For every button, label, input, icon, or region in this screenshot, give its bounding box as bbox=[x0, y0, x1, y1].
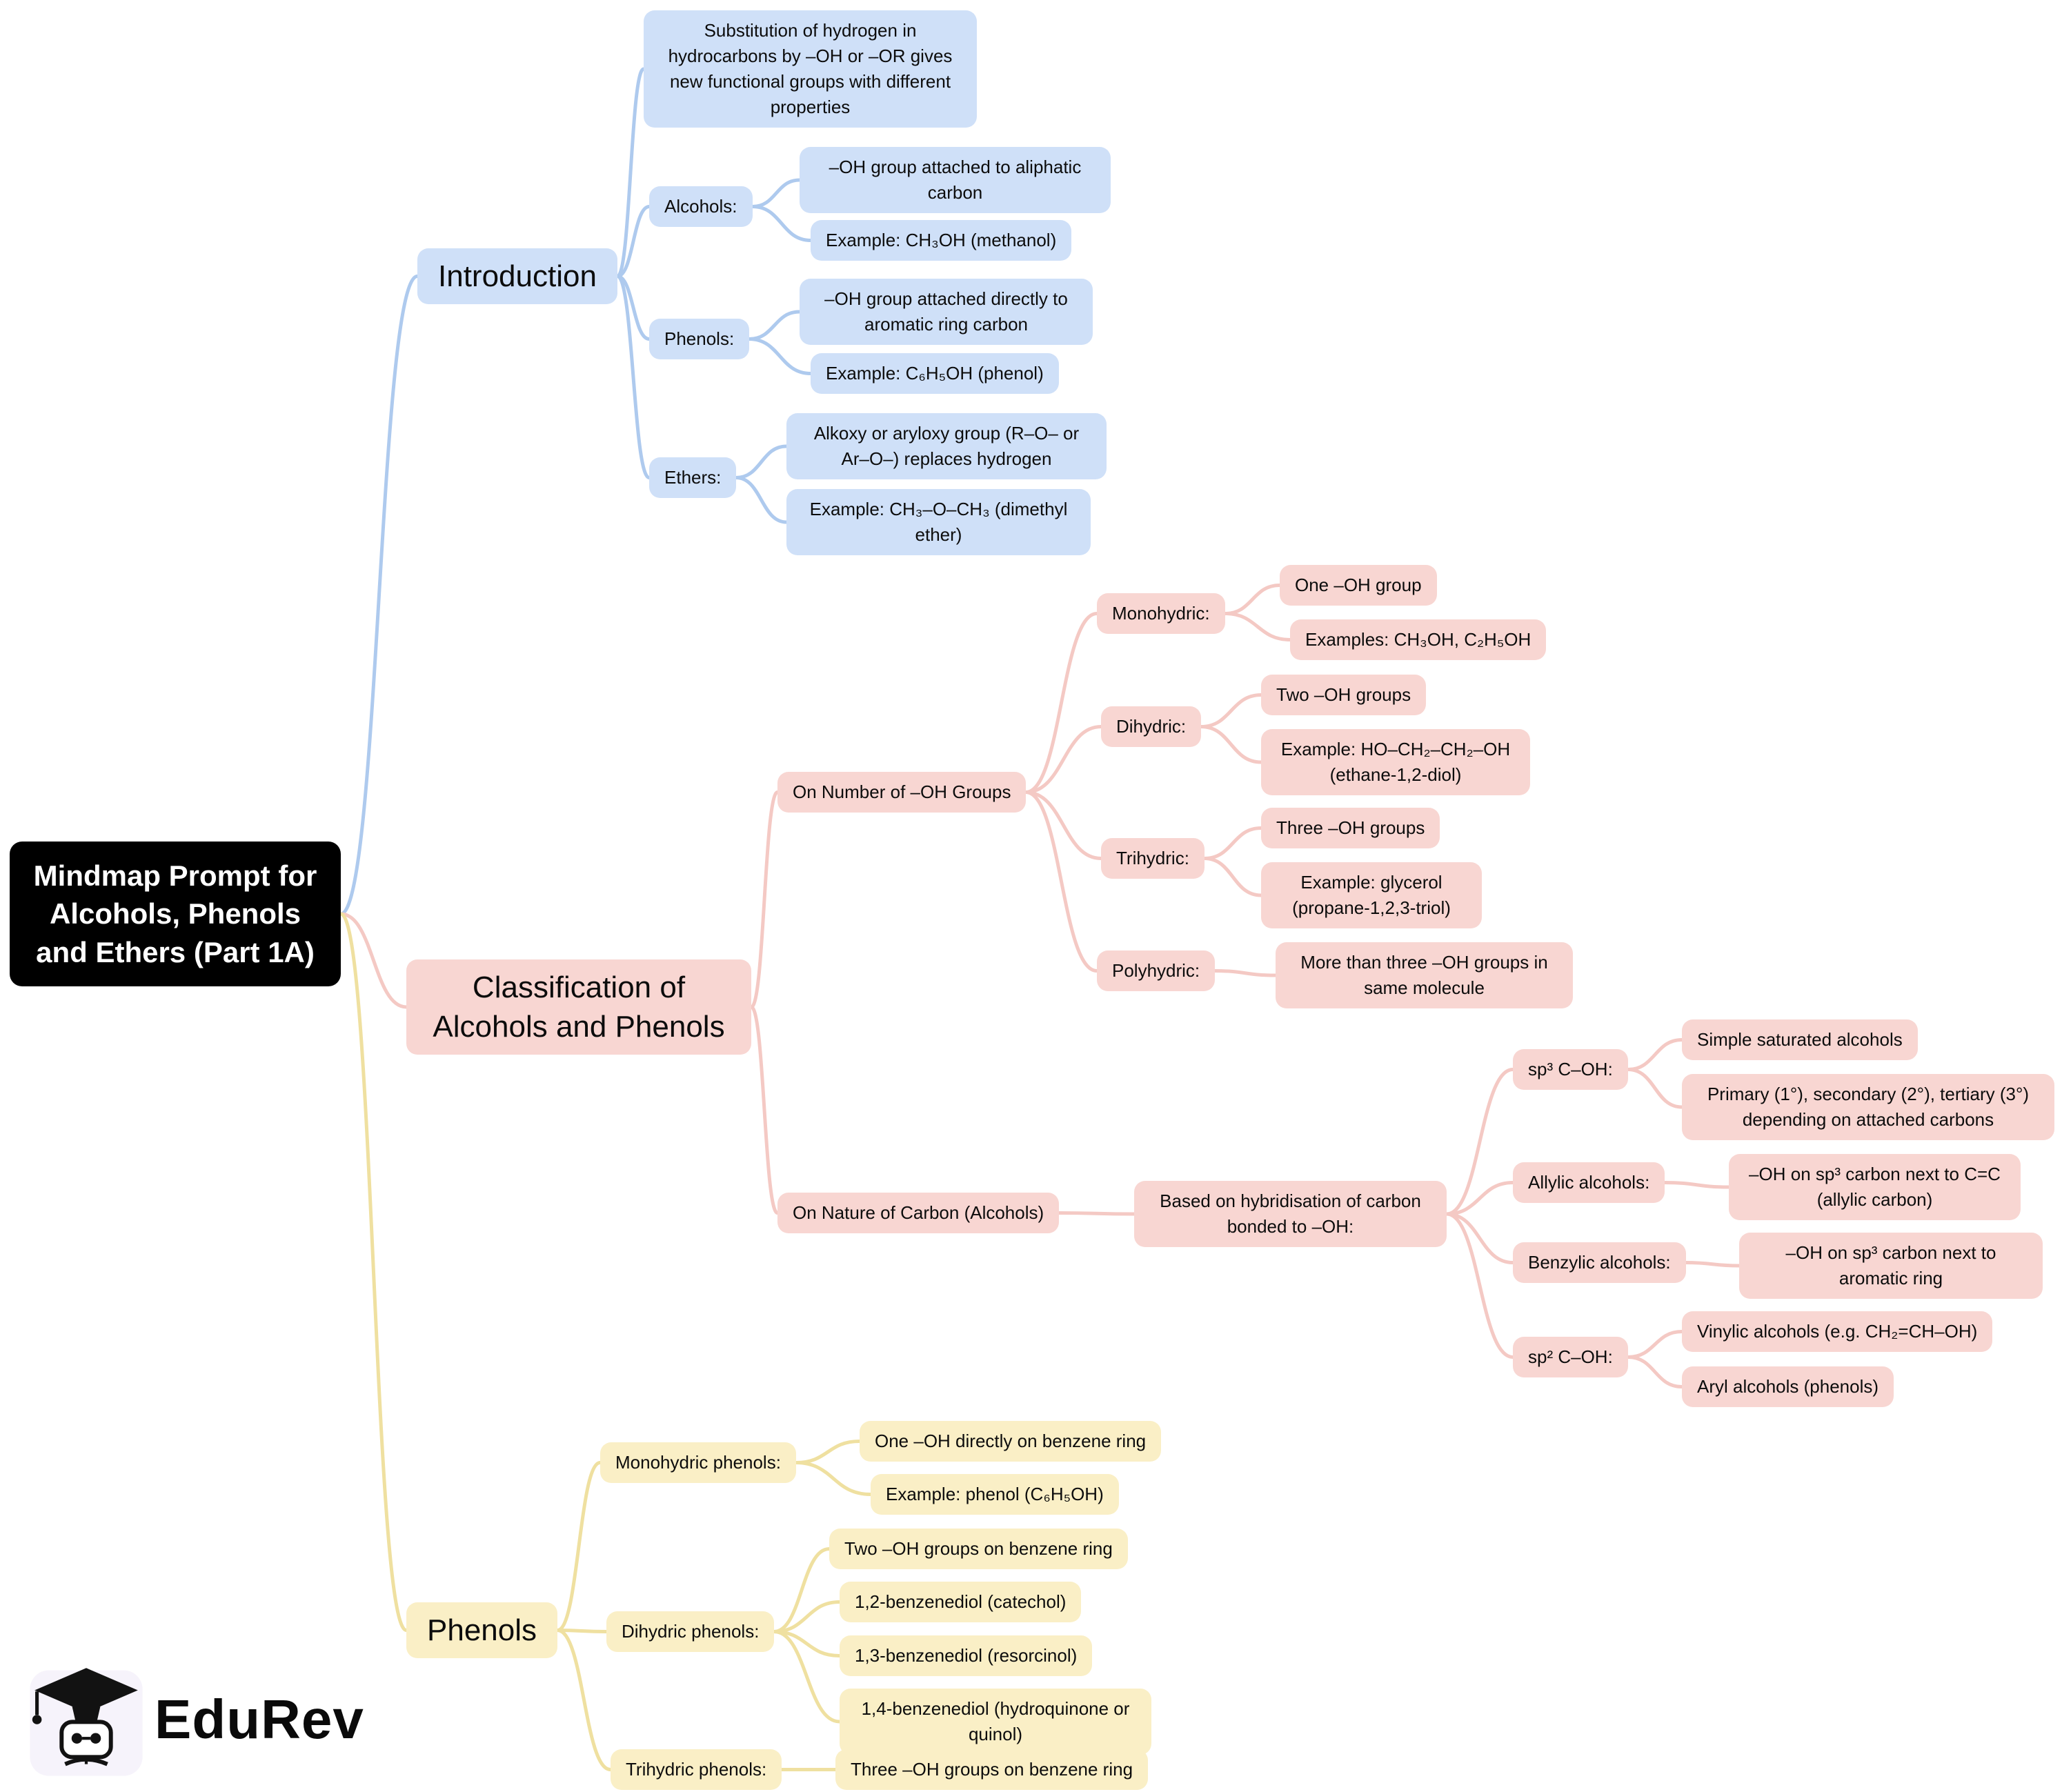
dihydric-phenols-point2-node: 1,2-benzenediol (catechol) bbox=[840, 1582, 1082, 1622]
alcohols-label-node: Alcohols: bbox=[649, 186, 753, 227]
intro-note-node: Substitution of hydrogen in hydrocarbons… bbox=[644, 10, 977, 128]
ethers-label-node: Ethers: bbox=[649, 457, 737, 498]
edurev-logo: EduRev bbox=[28, 1661, 364, 1778]
sp2-point1-node: Vinylic alcohols (e.g. CH₂=CH–OH) bbox=[1682, 1311, 1993, 1352]
polyhydric-label-node: Polyhydric: bbox=[1097, 950, 1216, 991]
monohydric-definition-node: One –OH group bbox=[1280, 565, 1437, 606]
sp3-point2-node: Primary (1°), secondary (2°), tertiary (… bbox=[1682, 1074, 2054, 1140]
benzylic-alcohols-label-node: Benzylic alcohols: bbox=[1513, 1242, 1686, 1283]
ethers-example-node: Example: CH₃–O–CH₃ (dimethyl ether) bbox=[786, 489, 1091, 555]
sp3-point1-node: Simple saturated alcohols bbox=[1682, 1019, 1918, 1060]
alcohols-example-node: Example: CH₃OH (methanol) bbox=[811, 220, 1072, 261]
monohydric-phenols-label-node: Monohydric phenols: bbox=[600, 1442, 796, 1483]
monohydric-example-node: Examples: CH₃OH, C₂H₅OH bbox=[1290, 619, 1547, 660]
trihydric-example-node: Example: glycerol (propane-1,2,3-triol) bbox=[1261, 862, 1482, 928]
dihydric-phenols-point4-node: 1,4-benzenediol (hydroquinone or quinol) bbox=[840, 1689, 1151, 1755]
edurev-logo-text: EduRev bbox=[155, 1689, 364, 1750]
monohydric-phenols-point2-node: Example: phenol (C₆H₅OH) bbox=[871, 1474, 1119, 1515]
branch-phenols: Phenols bbox=[406, 1602, 558, 1659]
phenols-definition-node: –OH group attached directly to aromatic … bbox=[800, 279, 1093, 345]
monohydric-label-node: Monohydric: bbox=[1097, 593, 1225, 634]
trihydric-definition-node: Three –OH groups bbox=[1261, 808, 1440, 848]
monohydric-phenols-point1-node: One –OH directly on benzene ring bbox=[860, 1421, 1162, 1462]
edurev-logo-icon bbox=[30, 1668, 143, 1776]
trihydric-label-node: Trihydric: bbox=[1101, 838, 1205, 879]
alcohols-definition-node: –OH group attached to aliphatic carbon bbox=[800, 147, 1111, 213]
dihydric-label-node: Dihydric: bbox=[1101, 706, 1202, 747]
branch-introduction: Introduction bbox=[417, 248, 617, 305]
trihydric-phenols-point1-node: Three –OH groups on benzene ring bbox=[835, 1749, 1149, 1790]
allylic-definition-node: –OH on sp³ carbon next to C=C (allylic c… bbox=[1729, 1154, 2021, 1220]
dihydric-phenols-label-node: Dihydric phenols: bbox=[606, 1611, 775, 1652]
sp2-c-oh-label-node: sp² C–OH: bbox=[1513, 1337, 1628, 1377]
sp2-point2-node: Aryl alcohols (phenols) bbox=[1682, 1366, 1894, 1407]
dihydric-phenols-point3-node: 1,3-benzenediol (resorcinol) bbox=[840, 1635, 1093, 1676]
root-node: Mindmap Prompt for Alcohols, Phenols and… bbox=[10, 842, 341, 987]
sp3-c-oh-label-node: sp³ C–OH: bbox=[1513, 1049, 1628, 1090]
allylic-alcohols-label-node: Allylic alcohols: bbox=[1513, 1162, 1665, 1203]
hybridisation-basis-node: Based on hybridisation of carbon bonded … bbox=[1134, 1181, 1447, 1247]
ethers-definition-node: Alkoxy or aryloxy group (R–O– or Ar–O–) … bbox=[786, 413, 1107, 479]
dihydric-example-node: Example: HO–CH₂–CH₂–OH (ethane-1,2-diol) bbox=[1261, 729, 1530, 795]
branch-classification: Classification of Alcohols and Phenols bbox=[406, 959, 751, 1055]
on-nature-of-carbon-node: On Nature of Carbon (Alcohols) bbox=[777, 1193, 1060, 1233]
phenols-label-node: Phenols: bbox=[649, 319, 750, 359]
benzylic-definition-node: –OH on sp³ carbon next to aromatic ring bbox=[1739, 1233, 2043, 1299]
trihydric-phenols-label-node: Trihydric phenols: bbox=[611, 1749, 782, 1790]
polyhydric-definition-node: More than three –OH groups in same molec… bbox=[1276, 942, 1573, 1008]
phenols-example-node: Example: C₆H₅OH (phenol) bbox=[811, 353, 1059, 394]
dihydric-phenols-point1-node: Two –OH groups on benzene ring bbox=[829, 1529, 1128, 1569]
dihydric-definition-node: Two –OH groups bbox=[1261, 675, 1427, 715]
on-number-of-oh-groups-node: On Number of –OH Groups bbox=[777, 772, 1027, 813]
